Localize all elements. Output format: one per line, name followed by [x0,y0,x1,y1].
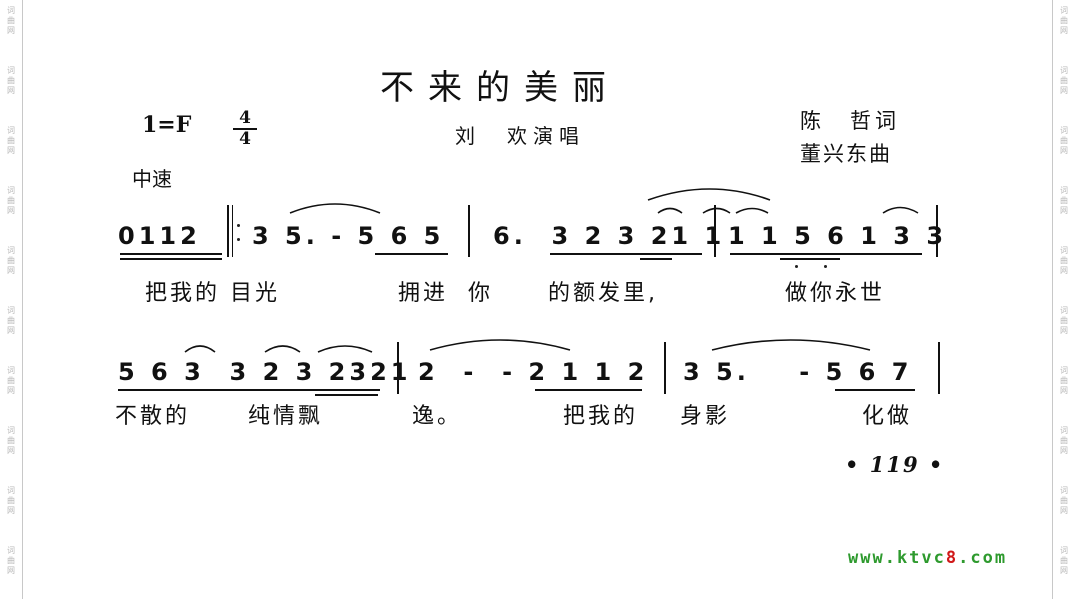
watermark-text: 词 曲 网 [7,306,15,335]
repeat-dot [237,238,240,241]
measure-1-notes: 3 5. - 5 6 5 [252,222,445,250]
watermark-text: 词 曲 网 [7,6,15,35]
measure-6-notes: 3 5. - 5 6 7 [683,358,913,386]
watermark-text: 词 曲 网 [7,246,15,275]
time-signature-bottom: 4 [239,129,251,149]
lyric: 把我的 目光 [145,281,280,306]
slur [702,207,731,214]
measure-3-notes: 1 1 5 6 1 3 3 [728,222,948,250]
watermark-text: 词 曲 网 [7,126,15,155]
key-signature: 1=F [142,112,192,138]
composer-credit: 董兴东曲 [800,142,892,166]
lyric: 的额发里, [548,281,658,306]
watermark-text: 词 曲 网 [1060,6,1068,35]
left-watermark-strip: 词 曲 网词 曲 网词 曲 网词 曲 网词 曲 网词 曲 网词 曲 网词 曲 网… [0,0,23,599]
singer-credit: 刘 欢演唱 [455,124,585,148]
time-signature: 4 4 [233,110,257,148]
site-url: www.ktvc8.com [848,548,1008,568]
slur [657,207,683,214]
watermark-text: 词 曲 网 [7,66,15,95]
lyric: 拥进 你 [398,281,493,306]
slur [289,203,381,214]
time-signature-top: 4 [239,108,251,128]
right-watermark-strip: 词 曲 网词 曲 网词 曲 网词 曲 网词 曲 网词 曲 网词 曲 网词 曲 网… [1052,0,1074,599]
lyric: 纯情飘 [248,404,324,429]
watermark-text: 词 曲 网 [1060,546,1068,575]
watermark-text: 词 曲 网 [1060,126,1068,155]
watermark-text: 词 曲 网 [1060,306,1068,335]
watermark-text: 词 曲 网 [1060,66,1068,95]
watermark-text: 词 曲 网 [1060,486,1068,515]
slur [735,207,769,214]
measure-5-notes: 2 - - 2 1 1 2 [418,358,649,386]
page-number: • 119 • [845,452,945,477]
measure-2-notes: 6. 3 2 3 21 1 [493,222,726,250]
site-watermark: www.ktvc8.com [848,548,1007,568]
watermark-text: 词 曲 网 [1060,426,1068,455]
slur [317,345,373,353]
measure-4-notes: 5 6 3 3 2 3 2321 [118,358,412,386]
tempo-marking: 中速 [132,167,172,191]
barline [936,205,938,257]
repeat-barline-thick [227,205,229,257]
pickup-notes: 0112 [118,222,201,250]
slur [429,339,571,351]
song-title: 不来的美丽 [380,68,620,108]
barline [468,205,470,257]
slur [264,345,301,353]
lyricist-credit: 陈 哲词 [800,109,900,133]
watermark-text: 词 曲 网 [7,546,15,575]
watermark-text: 词 曲 网 [1060,246,1068,275]
barline [714,205,716,257]
lyric: 做你永世 [785,281,886,306]
barline [938,342,940,394]
slur [882,206,919,214]
lyric: 把我的 [563,404,639,429]
watermark-text: 词 曲 网 [7,426,15,455]
repeat-dot [237,224,240,227]
low-octave-dot [824,265,827,268]
lyric: 逸。 [412,404,463,429]
repeat-barline-thin [232,205,233,257]
watermark-text: 词 曲 网 [1060,366,1068,395]
slur [184,345,216,353]
slur [647,188,771,201]
watermark-text: 词 曲 网 [7,186,15,215]
lyric: 身影 [680,404,731,429]
low-octave-dot [795,265,798,268]
barline [397,342,399,394]
slur [711,339,871,351]
lyric: 不散的 [115,404,191,429]
barline [664,342,666,394]
watermark-text: 词 曲 网 [7,486,15,515]
watermark-text: 词 曲 网 [7,366,15,395]
lyric: 化做 [862,404,913,429]
watermark-text: 词 曲 网 [1060,186,1068,215]
